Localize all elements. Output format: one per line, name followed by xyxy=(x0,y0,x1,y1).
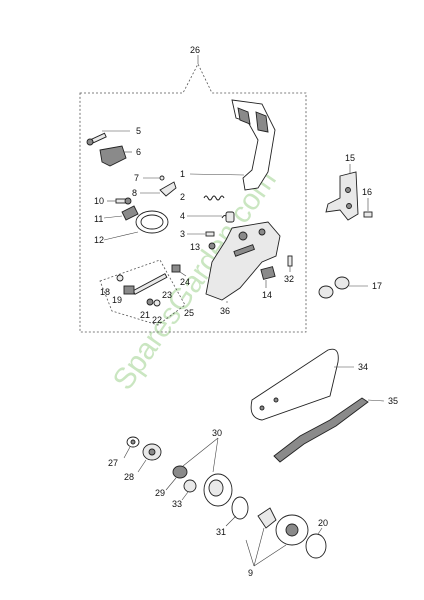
callout-4: 4 xyxy=(180,211,185,221)
part-28 xyxy=(142,443,162,461)
callout-7: 7 xyxy=(134,173,139,183)
clutch-31 xyxy=(231,496,249,520)
callout-13: 13 xyxy=(190,242,200,252)
callout-29: 29 xyxy=(155,488,165,498)
callout-35: 35 xyxy=(388,396,398,406)
screw-32 xyxy=(287,255,293,267)
ring-20 xyxy=(305,533,327,559)
lever-8 xyxy=(159,181,177,197)
guide-bar xyxy=(250,348,339,421)
watermark: SparesGarden.com xyxy=(107,164,283,396)
callout-34: 34 xyxy=(358,362,368,372)
small-pin xyxy=(208,242,216,250)
callout-8: 8 xyxy=(132,188,137,198)
bolt-5 xyxy=(86,132,107,146)
tensioner-part-18 xyxy=(116,274,124,282)
callout-11: 11 xyxy=(94,214,103,224)
bracket-15 xyxy=(325,171,359,221)
screw-7 xyxy=(159,175,165,181)
callout-30: 30 xyxy=(212,428,222,438)
tensioner-part-19 xyxy=(123,285,135,295)
needle-bearing xyxy=(172,465,188,479)
callout-28: 28 xyxy=(124,472,134,482)
clutch-drum xyxy=(203,473,233,507)
nut-17 xyxy=(318,276,350,299)
pin xyxy=(205,231,215,237)
callout-12: 12 xyxy=(94,235,104,245)
callout-33: 33 xyxy=(172,499,182,509)
screw-10 xyxy=(115,197,132,205)
saw-chain xyxy=(273,397,369,463)
sprocket-assembly xyxy=(257,507,309,546)
callout-5: 5 xyxy=(136,126,141,136)
callout-21: 21 xyxy=(140,310,150,320)
callout-23: 23 xyxy=(162,290,172,300)
callout-19: 19 xyxy=(112,295,122,305)
callout-15: 15 xyxy=(345,153,355,163)
clutch-cover xyxy=(205,221,281,301)
chain-brake-handle xyxy=(231,99,276,191)
plate xyxy=(260,266,276,280)
callout-26: 26 xyxy=(190,45,200,55)
callout-1: 1 xyxy=(180,169,185,179)
chain-tensioner-box xyxy=(99,259,186,326)
callout-6: 6 xyxy=(136,147,141,157)
tensioner-nut-24 xyxy=(171,264,181,273)
washer-27 xyxy=(126,436,140,448)
tensioner-part-21-22 xyxy=(146,298,161,307)
callout-18: 18 xyxy=(100,287,110,297)
callout-3: 3 xyxy=(180,229,185,239)
brake-band xyxy=(135,210,169,234)
coil-spring xyxy=(221,211,235,223)
brake-spring xyxy=(203,195,225,201)
callout-14: 14 xyxy=(262,290,272,300)
callout-24: 24 xyxy=(180,277,190,287)
callout-10: 10 xyxy=(94,196,104,206)
callout-22: 22 xyxy=(152,315,162,325)
part-11 xyxy=(121,205,139,221)
callout-36: 36 xyxy=(220,306,230,316)
callout-31: 31 xyxy=(216,527,226,537)
bracket-6 xyxy=(99,145,127,167)
callout-9: 9 xyxy=(248,568,253,578)
callout-27: 27 xyxy=(108,458,118,468)
callout-32: 32 xyxy=(284,274,294,284)
clutch-cover-assembly-box xyxy=(79,55,307,333)
screw-16 xyxy=(363,211,373,218)
callout-16: 16 xyxy=(362,187,372,197)
callout-20: 20 xyxy=(318,518,328,528)
callout-25: 25 xyxy=(184,308,194,318)
callout-17: 17 xyxy=(372,281,382,291)
callout-2: 2 xyxy=(180,192,185,202)
part-33 xyxy=(183,479,197,493)
